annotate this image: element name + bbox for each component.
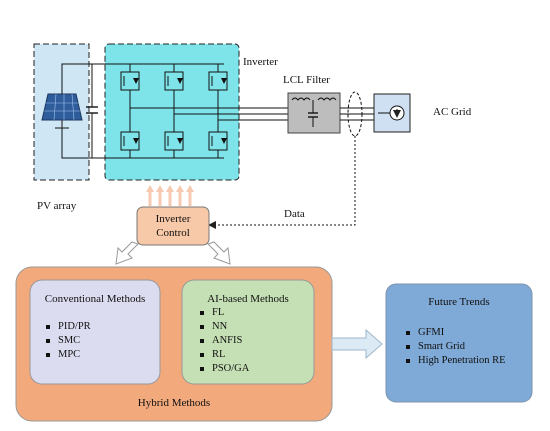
ac-grid-label: AC Grid [433, 106, 472, 118]
ai-based-title: AI-based Methods [207, 293, 289, 305]
arrow-to-conventional [115, 241, 139, 265]
list-item: SMC [46, 334, 91, 348]
list-item: PSO/GA [200, 362, 249, 376]
ai-based-list: FL NN ANFIS RL PSO/GA [200, 306, 249, 376]
inverter-label: Inverter [243, 56, 278, 68]
data-label: Data [284, 208, 305, 220]
future-trends-title: Future Trends [428, 296, 490, 308]
future-trends-box [385, 283, 533, 403]
control-arrows [146, 185, 194, 206]
ai-based-box [181, 279, 315, 385]
list-item: RL [200, 348, 249, 362]
grid-lines [340, 107, 374, 121]
future-trends-list: GFMI Smart Grid High Penetration RE [406, 326, 506, 368]
data-feedback-line [208, 136, 356, 229]
inverter-control-label: Inverter Control [155, 213, 191, 239]
solar-panel-icon [41, 93, 83, 129]
list-item: MPC [46, 348, 91, 362]
list-item: GFMI [406, 326, 506, 340]
igbt-diodes [133, 78, 227, 144]
list-item: Smart Grid [406, 340, 506, 354]
igbt-gates [123, 76, 213, 146]
list-item: High Penetration RE [406, 354, 506, 368]
conventional-list: PID/PR SMC MPC [46, 320, 91, 362]
arrow-to-future [331, 328, 383, 360]
inductor-icon [291, 97, 337, 101]
list-item: PID/PR [46, 320, 91, 334]
list-item: FL [200, 306, 249, 320]
list-item: ANFIS [200, 334, 249, 348]
capacitor-icon [308, 100, 318, 127]
conventional-box [29, 279, 161, 385]
conventional-title: Conventional Methods [44, 293, 146, 305]
arrow-to-ai [207, 241, 231, 265]
ac-source-icon [378, 105, 405, 121]
inverter-control-box [136, 206, 210, 246]
list-item: NN [200, 320, 249, 334]
hybrid-methods-label: Hybrid Methods [137, 397, 211, 409]
igbt-switch-icon [120, 71, 228, 151]
pv-array-label: PV array [37, 200, 77, 212]
lcl-filter-label: LCL Filter [283, 74, 330, 86]
sensor-ellipse [347, 91, 363, 137]
